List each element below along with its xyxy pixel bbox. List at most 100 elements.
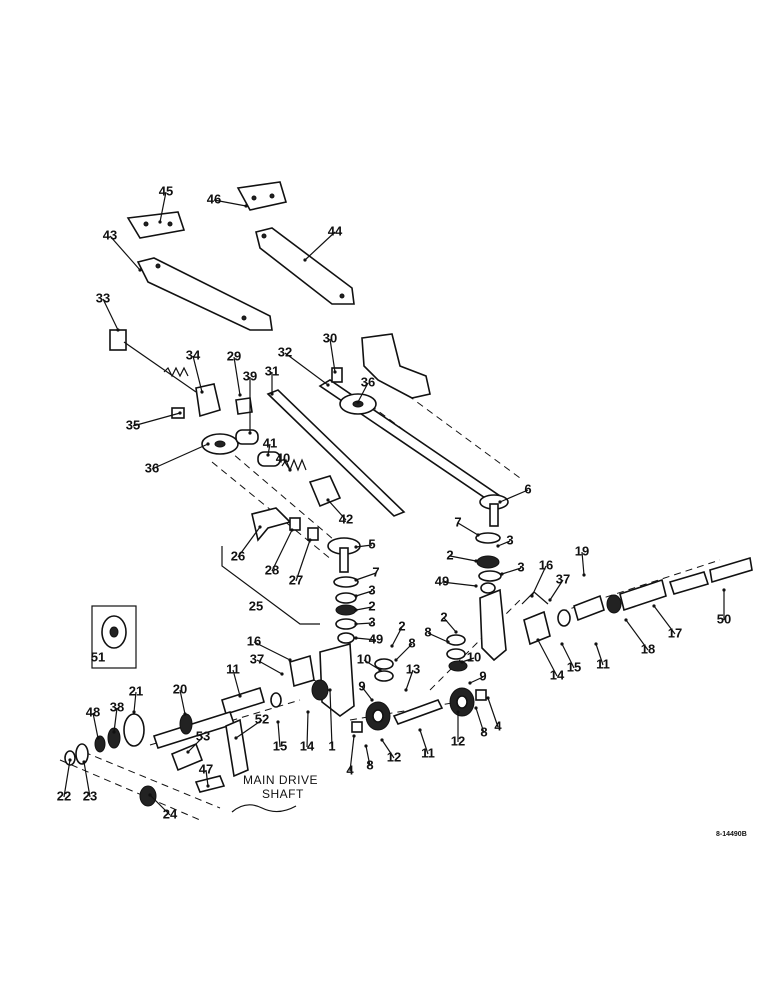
leader-arrow bbox=[82, 760, 86, 764]
leader-arrow bbox=[186, 750, 190, 754]
leader-line bbox=[233, 356, 241, 396]
bracket-plates bbox=[126, 181, 355, 331]
part-label-34: 34 bbox=[186, 347, 201, 362]
leader-arrow bbox=[238, 694, 242, 698]
leader-arrow bbox=[474, 584, 478, 588]
part-label-29: 29 bbox=[227, 348, 241, 363]
leader-line bbox=[391, 626, 403, 647]
leader-line bbox=[256, 659, 283, 675]
leader-line bbox=[271, 529, 293, 572]
leader-arrow bbox=[270, 392, 274, 396]
part-label-10b: 10 bbox=[357, 651, 371, 666]
leader-line bbox=[159, 191, 167, 223]
leader-line bbox=[304, 231, 336, 261]
leader-arrow bbox=[183, 712, 187, 716]
leader-arrow bbox=[390, 644, 394, 648]
part-label-46: 46 bbox=[207, 191, 221, 206]
leader-arrow bbox=[333, 370, 337, 374]
leader-line bbox=[457, 522, 479, 536]
leader-arrow bbox=[112, 730, 116, 734]
leader-arrow bbox=[306, 710, 310, 714]
part-label-13: 13 bbox=[406, 661, 420, 676]
part-label-16b: 16 bbox=[247, 633, 261, 648]
leader-arrow bbox=[354, 636, 358, 640]
leader-line bbox=[192, 355, 203, 393]
leader-arrow bbox=[352, 734, 356, 738]
part-label-31: 31 bbox=[265, 363, 279, 378]
leader-line bbox=[355, 637, 377, 641]
leader-line bbox=[253, 641, 291, 661]
part-label-4a: 4 bbox=[494, 718, 502, 733]
part-label-8d: 8 bbox=[366, 757, 373, 772]
leader-line bbox=[329, 338, 336, 373]
leader-line bbox=[83, 761, 91, 798]
right-drive-parts bbox=[521, 556, 753, 646]
leader-line bbox=[427, 632, 449, 643]
leader-arrow bbox=[148, 793, 152, 797]
part-label-10a: 10 bbox=[467, 649, 481, 664]
leader-line bbox=[443, 617, 457, 633]
part-label-15a: 15 bbox=[567, 659, 581, 674]
part-label-14a: 14 bbox=[550, 667, 565, 682]
part-label-6: 6 bbox=[524, 481, 531, 496]
leader-line bbox=[475, 707, 485, 734]
part-label-2c: 2 bbox=[440, 609, 447, 624]
leader-arrow bbox=[158, 220, 162, 224]
leader-line bbox=[151, 443, 209, 470]
bevel-gears bbox=[365, 687, 475, 731]
leader-line bbox=[357, 382, 369, 403]
leader-line bbox=[232, 669, 241, 697]
part-label-5: 5 bbox=[368, 536, 375, 551]
part-label-36b: 36 bbox=[145, 460, 159, 475]
leader-arrow bbox=[468, 681, 472, 685]
leader-line bbox=[213, 199, 247, 207]
leader-arrow bbox=[530, 594, 534, 598]
part-label-38: 38 bbox=[110, 699, 124, 714]
caption-shaft: SHAFT bbox=[262, 787, 304, 801]
part-label-28: 28 bbox=[265, 562, 279, 577]
part-label-52: 52 bbox=[255, 711, 269, 726]
part-label-7a: 7 bbox=[454, 514, 461, 529]
leader-line bbox=[329, 689, 333, 748]
leader-arrow bbox=[178, 411, 182, 415]
part-label-32: 32 bbox=[278, 344, 292, 359]
part-label-17: 17 bbox=[668, 625, 682, 640]
part-label-47: 47 bbox=[199, 761, 213, 776]
leader-line bbox=[92, 712, 99, 739]
part-label-11a: 11 bbox=[226, 661, 240, 676]
leader-line bbox=[267, 443, 271, 456]
leader-arrow bbox=[476, 533, 480, 537]
part-label-49b: 49 bbox=[369, 631, 383, 646]
leader-line bbox=[235, 719, 263, 739]
leader-line bbox=[549, 579, 564, 601]
caption-main-drive: MAIN DRIVE bbox=[243, 773, 318, 787]
part-label-2d: 2 bbox=[398, 618, 405, 633]
left-washer-stack bbox=[333, 576, 359, 644]
left-drive-parts bbox=[64, 654, 315, 807]
leader-line bbox=[499, 489, 529, 503]
part-label-16a: 16 bbox=[539, 557, 553, 572]
tensioner-assembly bbox=[109, 329, 253, 419]
part-label-4b: 4 bbox=[346, 762, 354, 777]
part-label-53: 53 bbox=[196, 728, 210, 743]
part-label-24: 24 bbox=[163, 806, 178, 821]
leader-arrow bbox=[380, 738, 384, 742]
part-label-37a: 37 bbox=[556, 571, 570, 586]
drawing-code: 8-14490B bbox=[716, 831, 747, 838]
part-label-1: 1 bbox=[328, 738, 335, 753]
leader-arrow bbox=[548, 598, 552, 602]
part-label-27: 27 bbox=[289, 572, 303, 587]
leader-line bbox=[355, 590, 373, 597]
leader-arrow bbox=[234, 736, 238, 740]
part-label-19: 19 bbox=[575, 543, 589, 558]
part-label-30: 30 bbox=[323, 330, 337, 345]
leader-lines bbox=[63, 191, 726, 816]
leader-arrow bbox=[474, 559, 478, 563]
leader-arrow bbox=[456, 710, 460, 714]
cross-shaft bbox=[351, 689, 487, 733]
sprockets-36 bbox=[201, 393, 377, 455]
part-label-11b: 11 bbox=[596, 656, 610, 671]
part-label-50: 50 bbox=[717, 611, 731, 626]
